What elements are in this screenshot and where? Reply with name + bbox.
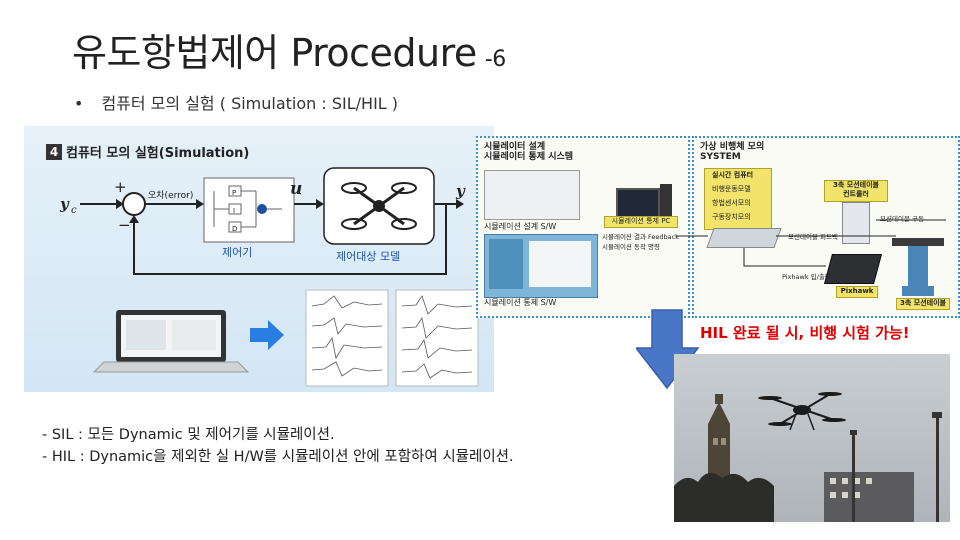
output-arrow-head-icon xyxy=(456,199,464,209)
title-main: 유도항법제어 Procedure xyxy=(72,31,477,75)
error-label: 오차(error) xyxy=(148,189,193,201)
feedback-path xyxy=(133,204,447,275)
result-arrow-icon xyxy=(250,320,284,350)
drone-flight-photo xyxy=(674,354,950,522)
pixhawk-label: Pixhawk xyxy=(836,286,878,298)
feedback-loop-svg: y c + − 오차(error) P I D 제어기 u xyxy=(59,167,479,387)
light-pole-right-head xyxy=(932,412,942,418)
flying-drone-icon xyxy=(758,392,846,431)
realtime-line4: 구동장치모의 xyxy=(712,213,751,221)
plus-sign: + xyxy=(114,178,127,196)
table-controller-label: 3축 모션테이블 컨트롤러 xyxy=(824,180,888,202)
pid-i-label: I xyxy=(233,207,235,215)
building-silhouette xyxy=(824,472,914,522)
table-ctrl-line1: 3축 모션테이블 xyxy=(833,181,879,189)
motion-cmd-label: 모션테이블 구동 xyxy=(880,215,924,223)
section-number-badge: 4 xyxy=(46,144,62,160)
simulation-diagram: 4 컴퓨터 모의 실험(Simulation) y c + − 오차(error… xyxy=(24,126,494,392)
bullet-item: • 컴퓨터 모의 실험 ( Simulation : SIL/HIL ) xyxy=(74,90,398,114)
light-pole-left xyxy=(852,434,855,522)
input-arrow-head-icon xyxy=(116,199,124,209)
sim-feedback-label: 시뮬레이션 결과 Feedback xyxy=(602,233,679,241)
control-signal-label: u xyxy=(290,179,302,199)
light-pole-left-head xyxy=(850,430,857,435)
pid-d-label: D xyxy=(232,225,237,233)
note-sil: - SIL : 모든 Dynamic 및 제어기를 시뮬레이션. xyxy=(42,427,335,443)
motion-table-label: 3축 모션테이블 xyxy=(896,298,950,310)
pid-p-label: P xyxy=(232,189,236,197)
quadrotor-icon xyxy=(341,182,417,230)
table-ctrl-line2: 컨트롤러 xyxy=(843,190,869,198)
sim-model-screenshot xyxy=(484,170,580,220)
controller-block xyxy=(203,177,295,243)
feedback-arrow-head-icon xyxy=(129,215,139,223)
controller-label: 제어기 xyxy=(222,246,252,259)
motion-feedback-label: 모션테이블 피드백 xyxy=(788,233,838,241)
output-signal-label: y xyxy=(455,182,466,200)
bullet-text: 컴퓨터 모의 실험 ( Simulation : SIL/HIL ) xyxy=(101,94,399,113)
sim-control-sw-label: 시뮬레이션 통제 S/W xyxy=(484,298,557,307)
tree-line xyxy=(674,472,774,522)
sim-design-line1: 시뮬레이터 설계 xyxy=(484,142,546,152)
sim-control-label: 시뮬레이션 동작 명령 xyxy=(602,243,660,251)
bullet-dot-icon: • xyxy=(74,94,84,113)
title-suffix: -6 xyxy=(484,47,506,72)
input-signal-subscript: c xyxy=(71,205,77,216)
virtual-line2: SYSTEM xyxy=(700,152,741,162)
summing-junction xyxy=(122,192,146,216)
realtime-computer-box xyxy=(704,168,772,230)
hil-connections-svg xyxy=(676,219,946,267)
result-plots-icon xyxy=(305,289,479,387)
note-hil: - HIL : Dynamic을 제외한 실 H/W를 시뮬레이션 안에 포함하… xyxy=(42,449,514,465)
light-pole-right xyxy=(936,416,939,522)
simulation-heading: 컴퓨터 모의 실험(Simulation) xyxy=(66,146,250,161)
realtime-line1: 실시간 컴퓨터 xyxy=(712,171,754,179)
pid-sum-node xyxy=(257,204,267,214)
plant-label: 제어대상 모델 xyxy=(336,250,400,263)
hil-flight-note: HIL 완료 될 시, 비행 시험 가능! xyxy=(700,324,910,342)
error-arrow-head-icon xyxy=(196,199,204,209)
hil-hardware-diagram: 시뮬레이터 설계 시뮬레이터 통제 시스템 시뮬레이션 설계 S/W 시뮬레이션… xyxy=(476,136,960,320)
sim-design-line2: 시뮬레이터 통제 시스템 xyxy=(484,152,574,162)
realtime-line3: 항법센서모의 xyxy=(712,199,751,207)
sim-design-sw-label: 시뮬레이션 설계 S/W xyxy=(484,222,557,231)
pixhawk-io-label: Pixhawk 입/출력 xyxy=(782,273,831,281)
realtime-line2: 비행운동모델 xyxy=(712,185,751,193)
sil-hil-notes: - SIL : 모든 Dynamic 및 제어기를 시뮬레이션. - HIL :… xyxy=(42,424,514,468)
control-arrow-head-icon xyxy=(316,199,324,209)
sim-pc-label: 시뮬레이션 통제 PC xyxy=(604,216,678,228)
minus-sign: − xyxy=(118,216,131,234)
table-controller-icon xyxy=(842,202,870,244)
drone-scene-svg xyxy=(674,354,950,522)
sim-control-screenshot xyxy=(484,234,598,298)
slide-title: 유도항법제어 Procedure -6 xyxy=(72,22,506,77)
laptop-icon xyxy=(92,310,250,373)
virtual-line1: 가상 비행체 모의 xyxy=(700,142,765,152)
input-signal-label: y xyxy=(59,195,70,213)
pixhawk-connection xyxy=(743,248,826,267)
